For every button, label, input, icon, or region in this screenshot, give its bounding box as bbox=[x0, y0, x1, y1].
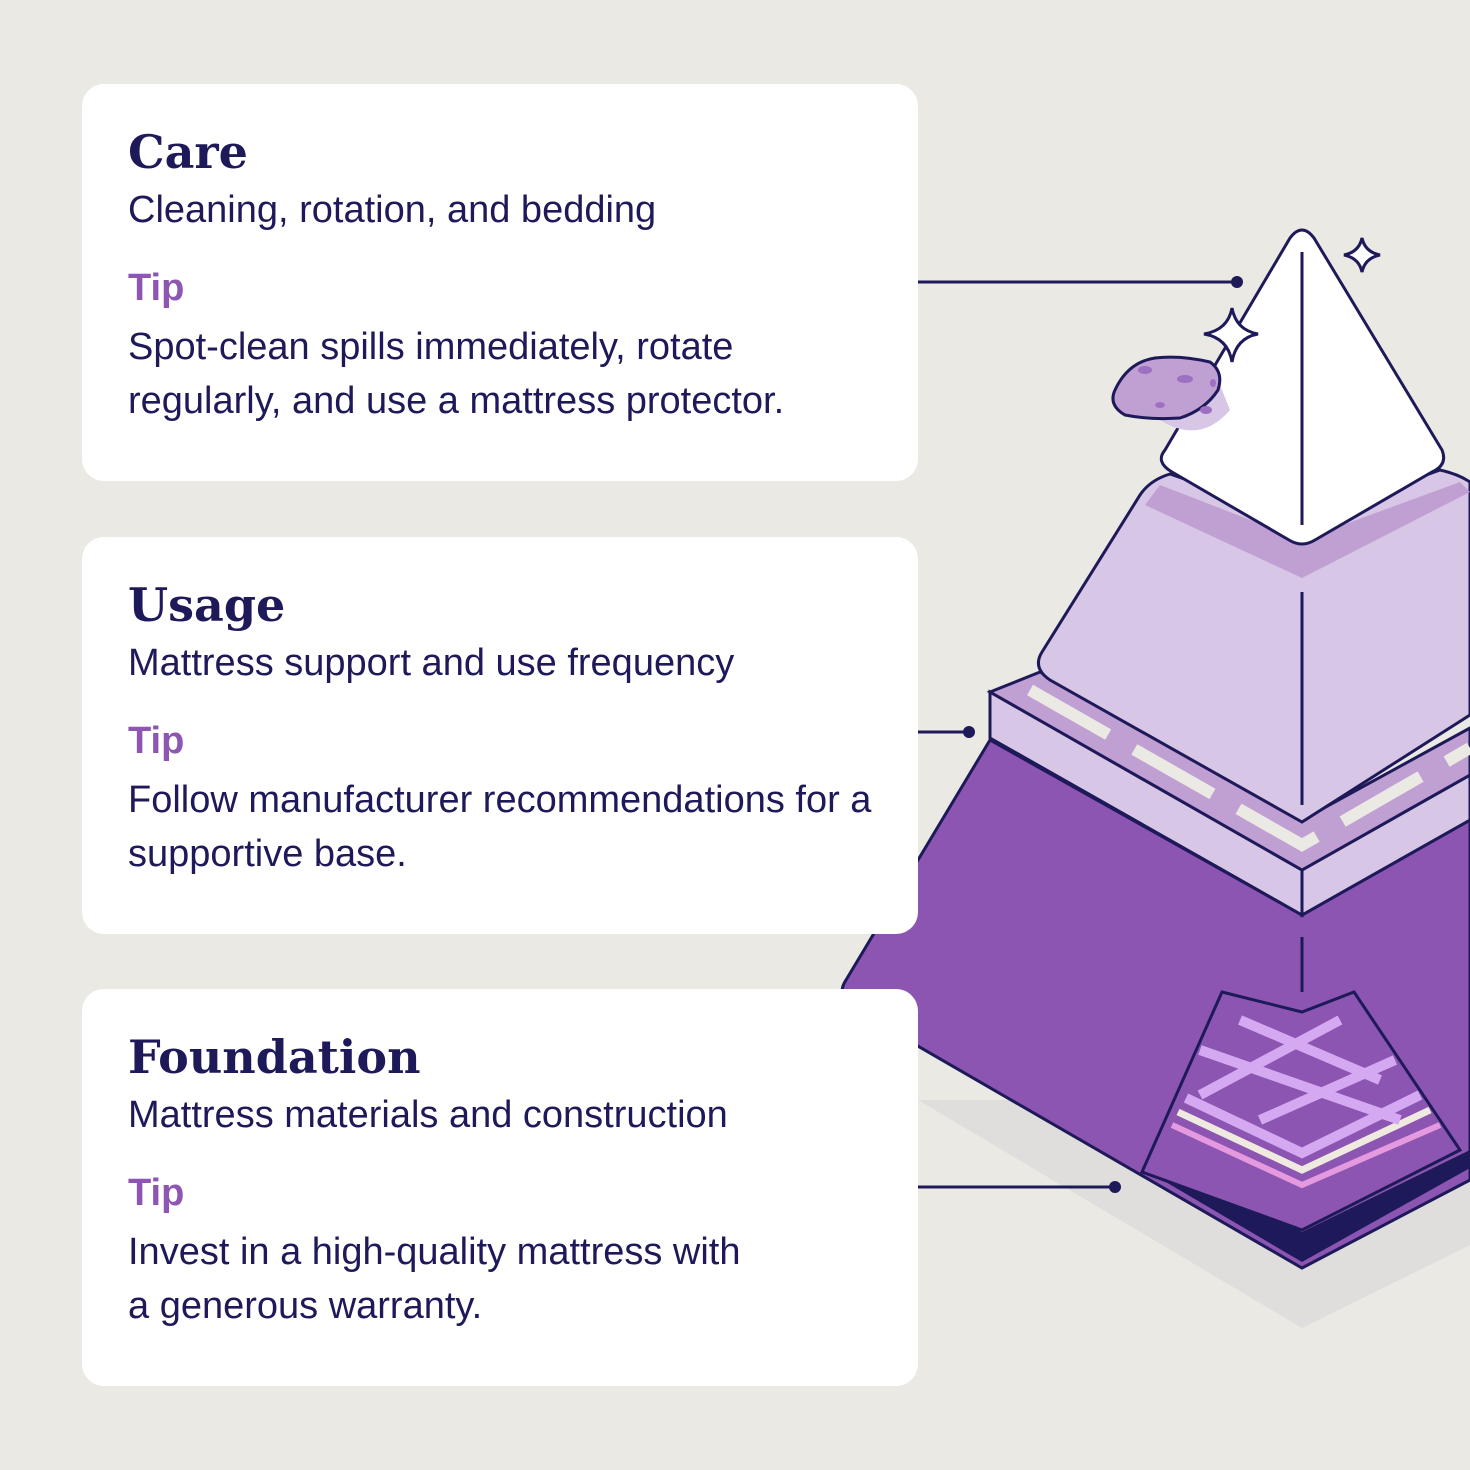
connector-usage bbox=[918, 726, 975, 738]
card-subtitle: Cleaning, rotation, and bedding bbox=[128, 189, 657, 231]
sparkle-icon bbox=[1343, 237, 1381, 273]
cutout-cream-layer bbox=[1176, 1106, 1432, 1174]
card-subtitle: Mattress support and use frequency bbox=[128, 642, 735, 684]
care-card: Care Cleaning, rotation, and bedding Tip… bbox=[82, 84, 918, 481]
tip-label: Tip bbox=[128, 1172, 185, 1214]
tip-text: Invest in a high-quality mattress with a… bbox=[128, 1231, 741, 1327]
connector-care bbox=[918, 276, 1243, 288]
card-title: Usage bbox=[128, 578, 286, 632]
card-title: Care bbox=[128, 125, 248, 179]
tip-label: Tip bbox=[128, 720, 185, 762]
tip-text: Spot-clean spills immediately, rotate re… bbox=[128, 326, 785, 422]
foundation-card: Foundation Mattress materials and constr… bbox=[82, 989, 918, 1386]
cutout-grid bbox=[1197, 1015, 1402, 1125]
sponge-holes bbox=[1138, 366, 1216, 414]
usage-top-shade bbox=[1145, 482, 1470, 578]
connector-foundation bbox=[918, 1181, 1121, 1193]
usage-slab-stripes bbox=[1027, 684, 1470, 852]
cutout-pink-layer bbox=[1170, 1122, 1442, 1189]
foundation-bottom-band bbox=[1142, 1150, 1470, 1262]
usage-card: Usage Mattress support and use frequency… bbox=[82, 537, 918, 934]
foundation-cutout bbox=[1139, 990, 1463, 1232]
sparkle-icon bbox=[1203, 307, 1259, 363]
card-subtitle: Mattress materials and construction bbox=[128, 1094, 728, 1136]
usage-layer bbox=[1036, 468, 1470, 824]
tip-label: Tip bbox=[128, 267, 185, 309]
tip-text: Follow manufacturer recommendations for … bbox=[128, 779, 872, 875]
card-title: Foundation bbox=[128, 1030, 421, 1084]
